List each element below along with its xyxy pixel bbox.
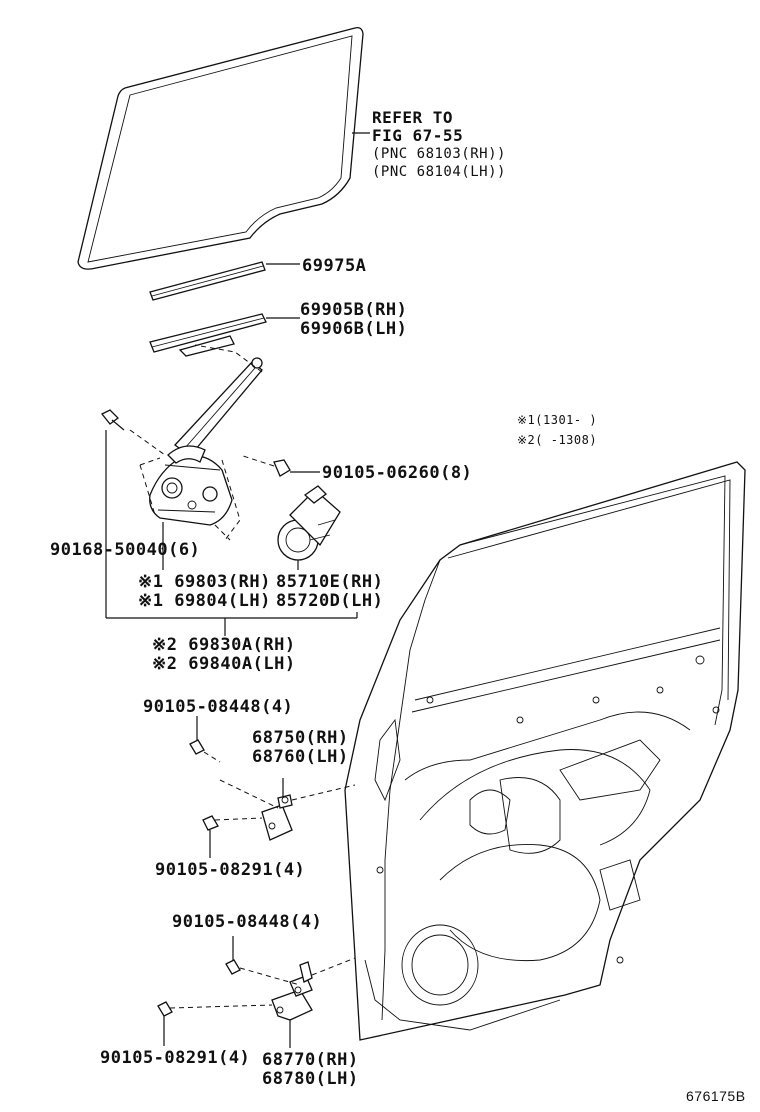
bolt-90105-08291-a: [202, 815, 219, 858]
rear-door-panel: [344, 461, 746, 1041]
label-69975A: 69975A: [302, 256, 367, 276]
hinge-68750: [214, 778, 356, 841]
label-69804: ※1 69804(LH): [138, 591, 271, 611]
label-68750: 68750(RH): [252, 728, 349, 748]
label-69840A: ※2 69840A(LH): [152, 654, 296, 674]
label-68780: 68780(LH): [262, 1069, 359, 1089]
window-motor: [277, 485, 341, 561]
label-69906B: 69906B(LH): [300, 319, 408, 339]
glass-channel-69975A: [149, 261, 266, 301]
bolt-90168-50040: [100, 409, 125, 431]
hinge-68770: [169, 957, 356, 1048]
window-regulator: [149, 357, 263, 526]
glass-channel-69905B: [149, 313, 267, 357]
legend-note-2: ※2( -1308): [517, 433, 598, 447]
bolt-90105-06260: [239, 454, 291, 477]
refer-note-line3: (PNC 68103(RH)): [372, 146, 506, 162]
label-90105-06260: 90105-06260(8): [322, 463, 473, 483]
bolt-90105-08291-b: [157, 1001, 173, 1046]
bolt-90105-08448-b: [225, 936, 241, 975]
figure-id: 676175B: [686, 1088, 746, 1104]
refer-note-line1: REFER TO: [372, 108, 454, 127]
label-90105-08448-b: 90105-08448(4): [172, 912, 323, 932]
label-85720D: 85720D(LH): [276, 591, 384, 611]
label-69803: ※1 69803(RH): [138, 572, 271, 592]
door-glass: [77, 26, 364, 270]
refer-note-line4: (PNC 68104(LH)): [372, 164, 506, 180]
label-68770: 68770(RH): [262, 1050, 359, 1070]
label-90105-08448-a: 90105-08448(4): [143, 697, 294, 717]
label-68760: 68760(LH): [252, 747, 349, 767]
label-69905B: 69905B(RH): [300, 300, 408, 320]
refer-note-line2: FIG 67-55: [372, 126, 464, 145]
label-90105-08291-b: 90105-08291(4): [100, 1048, 251, 1068]
label-85710E: 85710E(RH): [276, 572, 384, 592]
legend-note-1: ※1(1301- ): [517, 413, 598, 427]
bolt-90105-08448-a: [189, 716, 221, 763]
label-90105-08291-a: 90105-08291(4): [155, 860, 306, 880]
label-90168-50040: 90168-50040(6): [50, 540, 201, 560]
label-69830A: ※2 69830A(RH): [152, 635, 296, 655]
